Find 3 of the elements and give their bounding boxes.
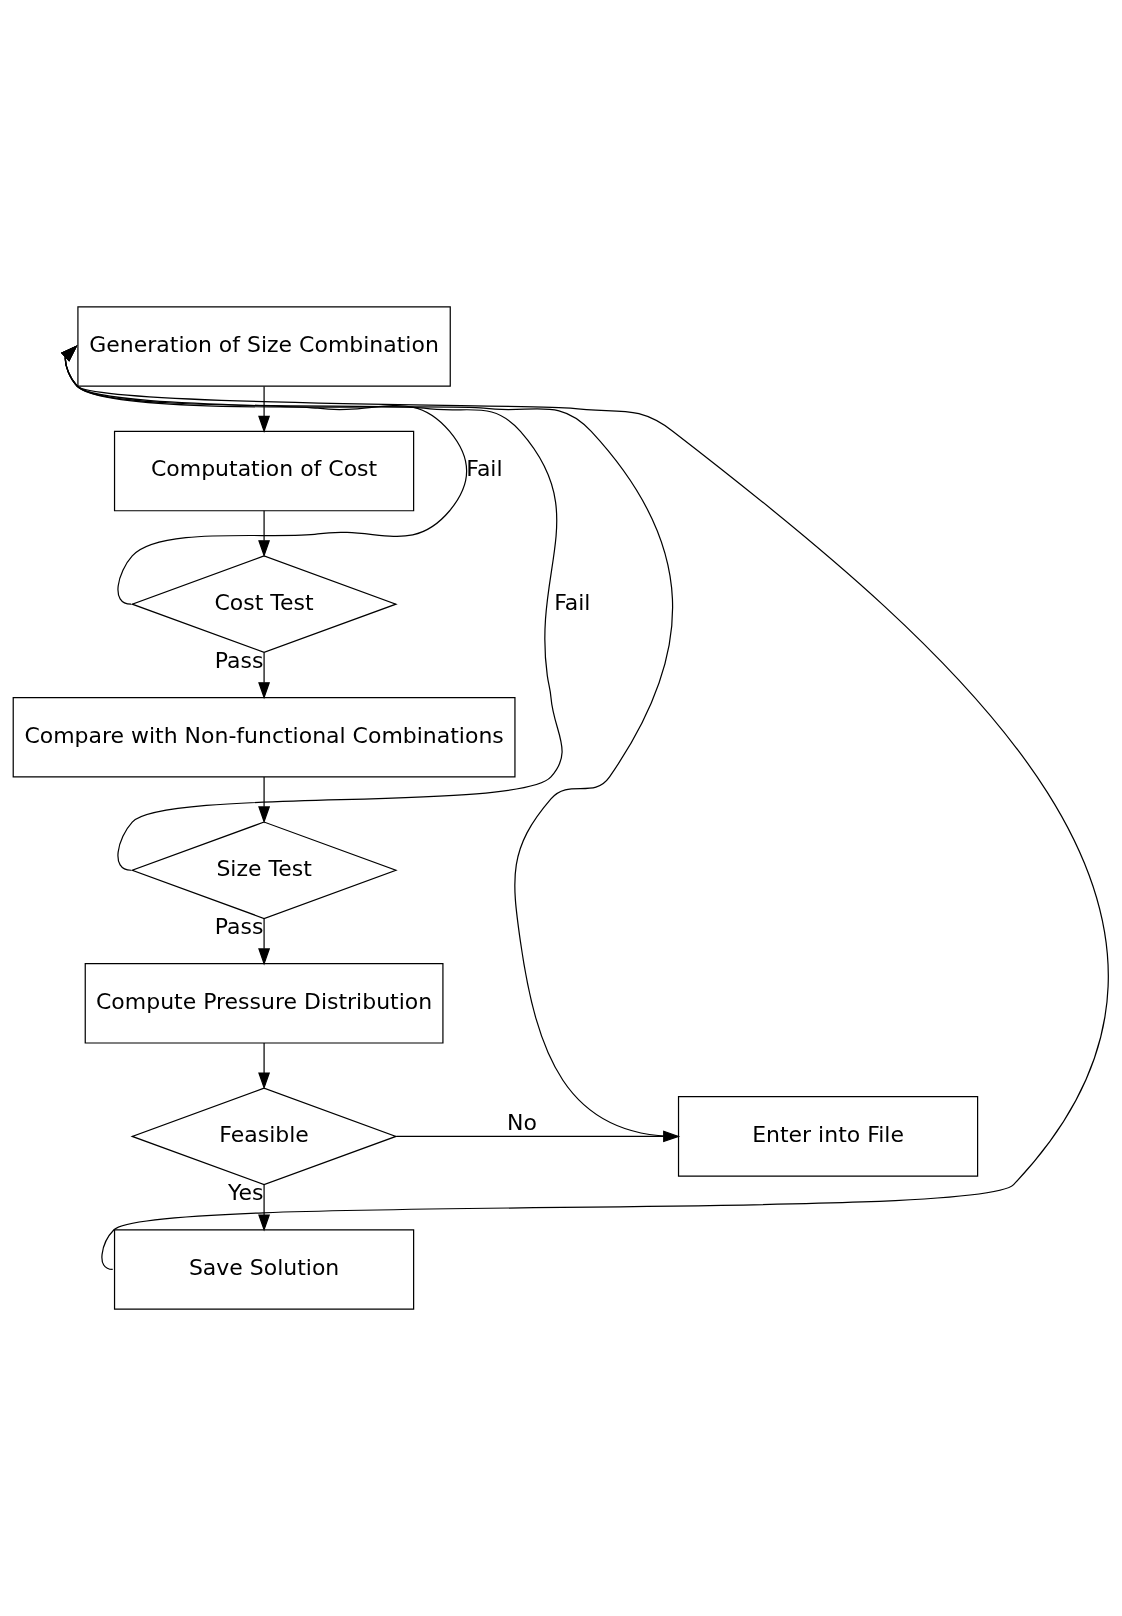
edge-label: No (506, 1109, 537, 1135)
edge-label: Fail (466, 456, 503, 482)
edge-label: Fail (554, 589, 591, 615)
